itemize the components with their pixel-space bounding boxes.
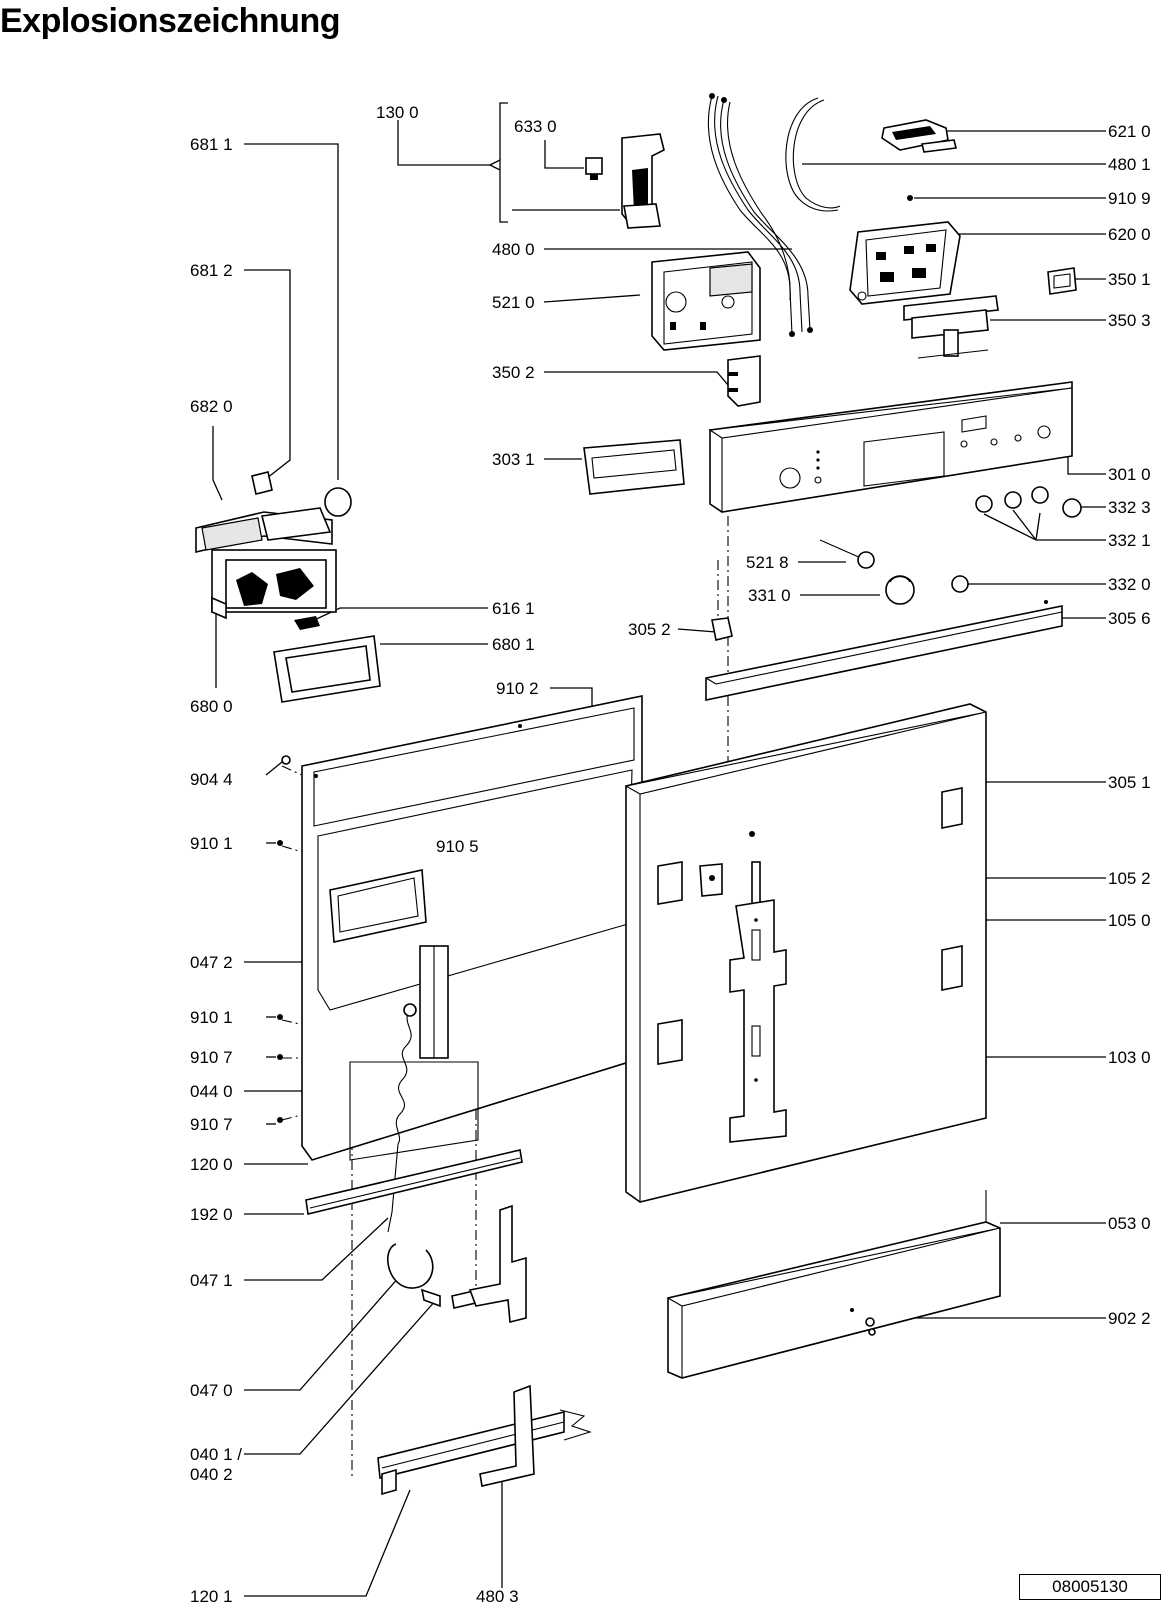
callout-331-0: 331 0 (748, 586, 791, 605)
callout-910-5: 910 5 (436, 837, 479, 856)
callout-910-9: 910 9 (1108, 189, 1151, 208)
part-350-2-bracket (727, 355, 761, 407)
part-521-0-control-module (651, 251, 761, 351)
callout-350-1: 350 1 (1108, 270, 1151, 289)
callout-130-0: 130 0 (376, 103, 419, 122)
part-hinge-bracket (468, 1204, 527, 1324)
callout-902-2: 902 2 (1108, 1309, 1151, 1328)
callout-040-2: 040 2 (190, 1465, 233, 1484)
callout-120-1: 120 1 (190, 1587, 233, 1606)
part-350-3-bracket (903, 295, 999, 359)
callout-910-1-lower: 910 1 (190, 1008, 233, 1027)
callout-047-2: 047 2 (190, 953, 233, 972)
part-301-0-control-panel (708, 381, 1073, 513)
part-902-2-screw (865, 1317, 876, 1336)
callout-480-0: 480 0 (492, 240, 535, 259)
callout-044-0: 044 0 (190, 1082, 233, 1101)
part-680-1-gasket (273, 635, 381, 703)
part-305-2-clip (711, 617, 733, 641)
part-681-2-clip (251, 471, 273, 495)
part-120-0-inner-door (301, 695, 643, 1161)
part-105-0-rail (729, 861, 787, 1143)
callout-680-1: 680 1 (492, 635, 535, 654)
part-480-1-wire-harness (785, 97, 841, 212)
part-331-0-knob (885, 575, 915, 605)
callout-105-0: 105 0 (1108, 911, 1151, 930)
part-332-buttons (951, 486, 1082, 593)
callout-105-2: 105 2 (1108, 869, 1151, 888)
part-620-0-board (849, 221, 961, 305)
callout-633-0: 633 0 (514, 117, 557, 136)
callout-521-8: 521 8 (746, 553, 789, 572)
part-305-6-strip (705, 600, 1063, 701)
part-521-8-sensor (819, 539, 875, 569)
part-303-1-handle-trim (583, 439, 685, 495)
part-616-1-latch (294, 616, 320, 630)
callout-521-0: 521 0 (492, 293, 535, 312)
callout-305-6: 305 6 (1108, 609, 1151, 628)
part-103-0-outer-door (624, 703, 987, 1203)
callout-047-0: 047 0 (190, 1381, 233, 1400)
part-480-3-bracket (479, 1384, 535, 1487)
callout-305-1: 305 1 (1108, 773, 1151, 792)
callout-303-1: 303 1 (492, 450, 535, 469)
part-192-0-seal (305, 1149, 523, 1215)
callout-620-0: 620 0 (1108, 225, 1151, 244)
part-680-0-dispenser (195, 507, 337, 620)
callout-192-0: 192 0 (190, 1205, 233, 1224)
callout-681-2: 681 2 (190, 261, 233, 280)
callout-120-0: 120 0 (190, 1155, 233, 1174)
callout-305-2: 305 2 (628, 620, 671, 639)
callout-301-0: 301 0 (1108, 465, 1151, 484)
part-350-1-cover (1047, 267, 1077, 295)
callout-910-7-lower: 910 7 (190, 1115, 233, 1134)
callout-616-1: 616 1 (492, 599, 535, 618)
part-480-0-wire-harness (707, 93, 813, 337)
callout-053-0: 053 0 (1108, 1214, 1151, 1233)
callout-904-4: 904 4 (190, 770, 233, 789)
callout-681-1: 681 1 (190, 135, 233, 154)
callout-910-2: 910 2 (496, 679, 539, 698)
callout-350-2: 350 2 (492, 363, 535, 382)
callout-040-1: 040 1 / (190, 1445, 242, 1464)
callout-621-0: 621 0 (1108, 122, 1151, 141)
callout-680-0: 680 0 (190, 697, 233, 716)
part-681-1-cap (324, 487, 352, 517)
callout-103-0: 103 0 (1108, 1048, 1151, 1067)
callout-332-3: 332 3 (1108, 498, 1151, 517)
document-number: 08005130 (1019, 1574, 1161, 1600)
part-044-0-spring (387, 1003, 417, 1233)
callout-910-7-upper: 910 7 (190, 1048, 233, 1067)
callout-350-3: 350 3 (1108, 311, 1151, 330)
page-title: Explosionszeichnung (0, 2, 340, 40)
callout-332-1: 332 1 (1108, 531, 1151, 550)
callout-labels: 681 1 681 2 682 0 680 0 616 1 680 1 130 … (190, 103, 1151, 1606)
part-633-0-switch (585, 133, 665, 229)
callout-480-1: 480 1 (1108, 155, 1151, 174)
callout-332-0: 332 0 (1108, 575, 1151, 594)
callout-480-3: 480 3 (476, 1587, 519, 1606)
part-910-9-screw (907, 195, 913, 201)
part-053-0-bottom-trim (666, 1190, 1001, 1379)
callout-047-1: 047 1 (190, 1271, 233, 1290)
part-047-hinge (387, 1243, 481, 1309)
callout-682-0: 682 0 (190, 397, 233, 416)
part-621-0-module (881, 119, 957, 153)
callout-910-1-upper: 910 1 (190, 834, 233, 853)
